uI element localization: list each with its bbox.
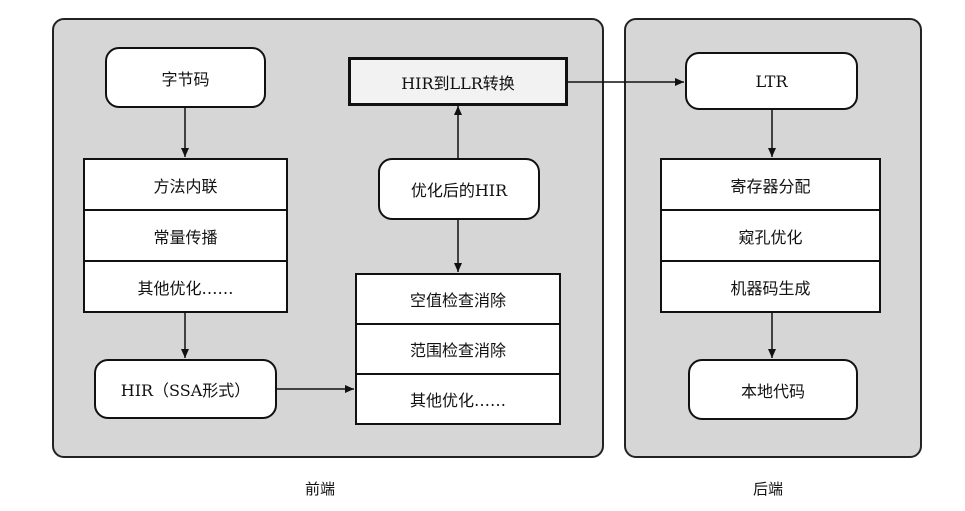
- null-check-elimination-step: 空值检查消除: [357, 275, 559, 325]
- hir-ssa-node: HIR（SSA形式）: [94, 359, 277, 419]
- frontend-caption: 前端: [305, 480, 336, 498]
- backend-caption: 后端: [753, 480, 784, 498]
- hir-to-llr-node: HIR到LLR转换: [348, 57, 568, 106]
- opt1-stack: 方法内联 常量传播 其他优化……: [83, 158, 288, 313]
- ltr-node: LTR: [685, 52, 858, 110]
- bytecode-node: 字节码: [105, 47, 266, 108]
- range-check-elimination-step: 范围检查消除: [357, 325, 559, 375]
- method-inlining-step: 方法内联: [85, 160, 286, 211]
- native-code-node: 本地代码: [688, 359, 858, 420]
- register-allocation-step: 寄存器分配: [662, 160, 879, 211]
- other-optimizations-step: 其他优化……: [137, 278, 234, 298]
- machine-code-generation-step: 机器码生成: [730, 278, 811, 298]
- peephole-optimization-step: 窥孔优化: [662, 211, 879, 262]
- constant-propagation-step: 常量传播: [85, 211, 286, 262]
- optimized-hir-node: 优化后的HIR: [378, 158, 540, 220]
- opt2-stack: 空值检查消除 范围检查消除 其他优化……: [355, 273, 561, 425]
- backend-stack: 寄存器分配 窥孔优化 机器码生成: [660, 158, 881, 313]
- other-optimizations-step-2: 其他优化……: [409, 391, 506, 410]
